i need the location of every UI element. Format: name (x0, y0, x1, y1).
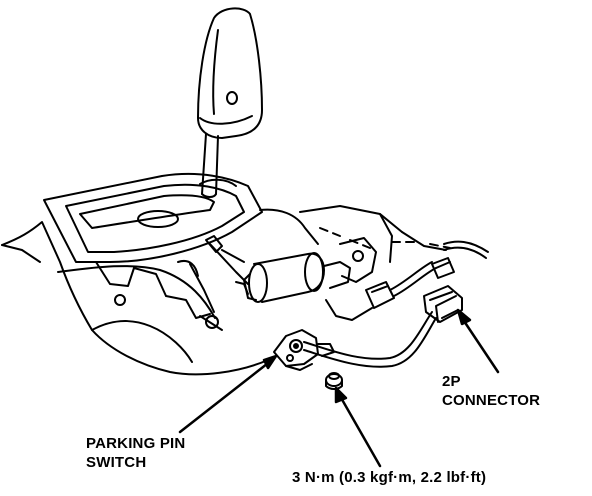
shift-mechanism (95, 235, 249, 331)
switch-arrowhead (262, 354, 278, 370)
switch-label-line2: SWITCH (86, 454, 147, 471)
parking-pin-switch-label: PARKING PIN SWITCH (86, 434, 185, 472)
torque-spec-label: 3 N·m (0.3 kgf·m, 2.2 lbf·ft) (292, 469, 487, 486)
torque-arrowhead (334, 386, 348, 404)
shift-knob (197, 7, 263, 139)
connector-label-line1: 2P (442, 373, 461, 390)
connector-leader (460, 316, 500, 374)
shift-gate-plate (43, 172, 263, 263)
shift-lock-solenoid (235, 252, 351, 303)
2p-connector (423, 285, 463, 323)
switch-leader (178, 358, 274, 434)
console-housing (1, 205, 451, 376)
mounting-bolt (325, 372, 343, 390)
torque-leader (338, 394, 382, 468)
connector-label-line2: CONNECTOR (442, 392, 541, 409)
wiring-bracket (325, 237, 395, 321)
solenoid-connector (431, 257, 455, 279)
harness-wires (303, 240, 489, 368)
leader-lines (178, 308, 500, 468)
switch-label-line1: PARKING PIN (86, 435, 186, 452)
shift-lever (201, 133, 219, 198)
connector-label: 2P CONNECTOR (442, 372, 540, 410)
parking-pin-switch (273, 329, 335, 371)
connector-arrowhead (456, 308, 472, 326)
